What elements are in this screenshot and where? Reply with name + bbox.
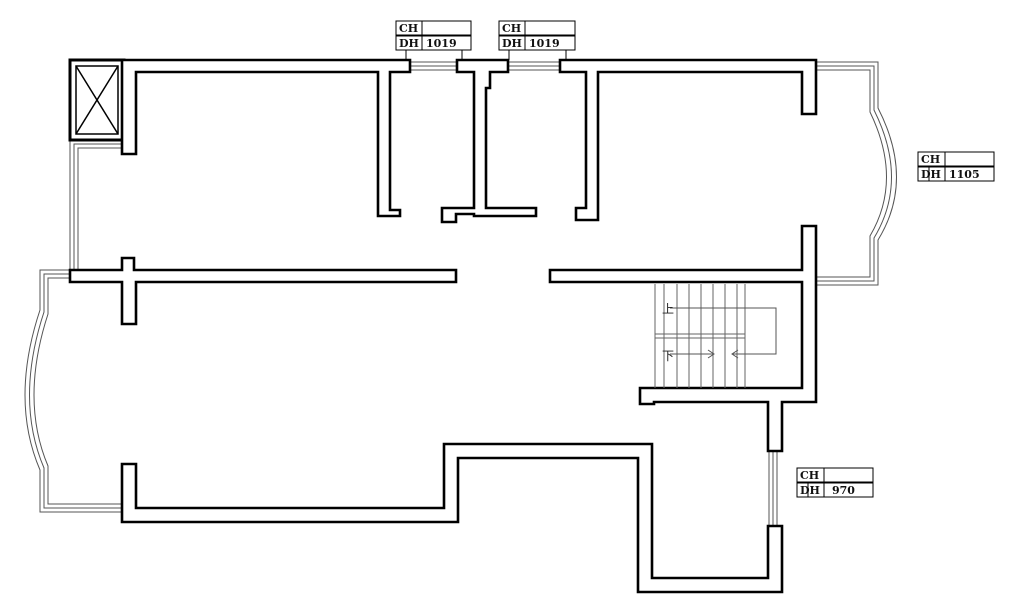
- wall-center: [440, 58, 538, 224]
- left-balcony-railing: [24, 269, 124, 513]
- tag-dh-value: 1105: [949, 168, 980, 181]
- bottom-right-window: [768, 451, 778, 526]
- tag-dh-value: 1019: [426, 37, 457, 50]
- tag-dh-label: DH: [800, 484, 820, 497]
- tag-ch-label: CH: [800, 469, 819, 482]
- tag-dh-value: 1019: [529, 37, 560, 50]
- tag-ch-label: CH: [399, 22, 418, 35]
- dimension-tag-3: CH DH 1105: [917, 151, 995, 182]
- wall-right-stair: [548, 224, 818, 453]
- tag-dh-value: 970: [832, 484, 855, 497]
- top-windows: [410, 61, 560, 71]
- dimension-tag-2: CH DH 1019: [498, 20, 576, 60]
- tag-dh-label: DH: [921, 168, 941, 181]
- stair-up-label: 上: [662, 302, 674, 316]
- tag-ch-label: CH: [921, 153, 940, 166]
- dimension-tag-1: CH DH 1019: [395, 20, 472, 60]
- stair-down-label: 下: [662, 349, 674, 363]
- tag-dh-label: DH: [502, 37, 522, 50]
- wall-bottom: [120, 442, 784, 594]
- staircase: [654, 284, 777, 388]
- top-left-window-railing: [69, 139, 124, 270]
- walls: [68, 58, 818, 594]
- dimension-tag-4: CH DH 970: [796, 467, 874, 498]
- wall-middle-left: [68, 256, 458, 326]
- shaft-box: [68, 58, 126, 142]
- tag-ch-label: CH: [502, 22, 521, 35]
- wall-top-left: [120, 58, 412, 218]
- right-balcony-railing: [816, 61, 897, 286]
- tag-dh-label: DH: [399, 37, 419, 50]
- wall-top-right: [558, 58, 818, 222]
